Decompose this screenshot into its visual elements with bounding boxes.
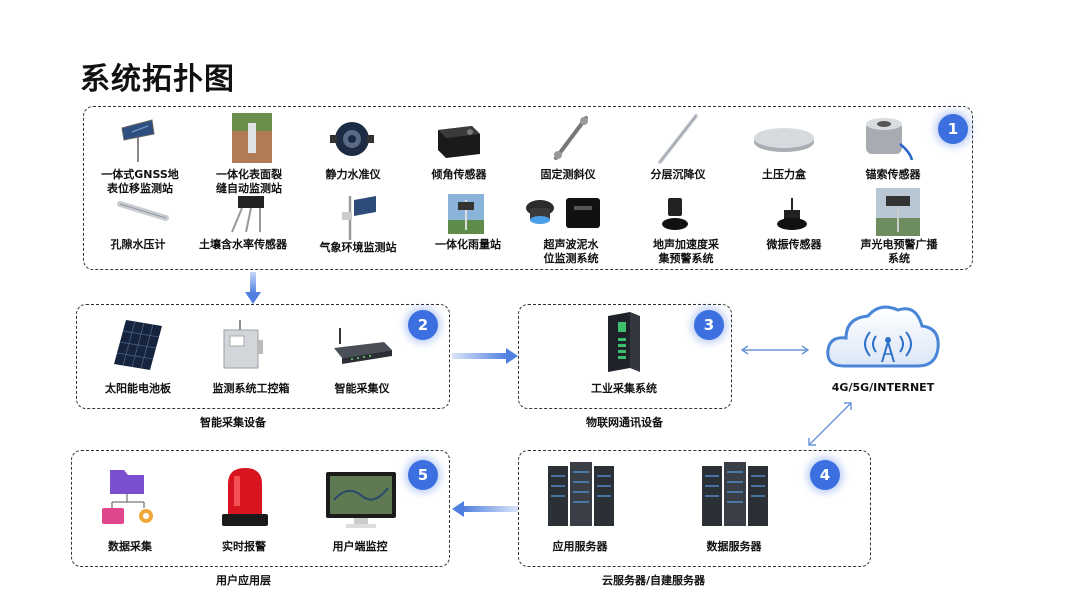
sensor-label-pressure-cell: 土压力盒 [762,168,806,181]
user-layer-box [71,450,450,567]
network-label: 4G/5G/INTERNET [831,381,935,394]
monitor-client-icon [326,472,396,528]
sensor-label-soil-moisture: 土壤含水率传感器 [199,238,287,251]
sensor-layer-box [83,106,973,270]
page-title: 系统拓扑图 [80,62,235,97]
solar-panel-icon [114,320,162,370]
sensor-label-gnss: 一体式GNSS地 表位移监测站 [101,168,179,195]
sensor-label-pore-pressure: 孔隙水压计 [110,238,166,251]
alarm-light-icon [222,468,268,526]
acq-label-cabinet: 监测系统工控箱 [212,382,290,395]
acq-label-solar: 太阳能电池板 [105,382,171,395]
iot-box [518,304,732,409]
sensor-label-weather: 气象环境监测站 [319,241,397,254]
arrow-network-to-servers [808,402,852,446]
smart-collector-icon [334,328,392,364]
earth-pressure-cell-icon [754,128,814,152]
sensor-label-micro-vibration: 微振传感器 [766,238,822,251]
server-box [518,450,871,567]
data-collection-icon [102,470,153,524]
rain-gauge-station-icon [448,194,484,234]
sensor-label-crack: 一体化表面裂 缝自动监测站 [216,168,282,195]
iot-group-label: 物联网通讯设备 [586,416,663,429]
user-label-alarm: 实时报警 [222,540,266,553]
sensor-label-tilt: 倾角传感器 [431,168,487,181]
sensor-label-geo-acoustic: 地声加速度采 集预警系统 [653,238,719,265]
control-cabinet-icon [223,320,263,369]
ultrasonic-level-icon [526,198,600,228]
badge-5: 5 [408,460,438,490]
arrow-sensors-to-acquisition [245,272,261,304]
soil-moisture-sensor-icon [231,196,264,233]
geo-acoustic-sensor-icon [662,198,688,230]
badge-2: 2 [408,310,438,340]
badge-1: 1 [938,114,968,144]
gnss-station-icon [121,119,155,162]
badge-3: 3 [694,310,724,340]
arrow-acquisition-to-iot [452,348,518,364]
acq-label-collector: 智能采集仪 [334,382,390,395]
sensor-label-alarm-broadcast: 声光电预警广播 系统 [860,238,938,265]
anchor-cable-sensor-icon [866,118,914,161]
data-server-icon [702,462,768,526]
application-server-icon [548,462,614,526]
user-layer-group-label: 用户应用层 [216,574,271,587]
alarm-broadcast-icon [876,188,920,236]
inclinometer-icon [554,116,588,160]
micro-vibration-sensor-icon [777,198,807,230]
settlement-gauge-icon [658,114,698,164]
acquisition-box [76,304,450,409]
badge-4: 4 [810,460,840,490]
user-label-data-collection: 数据采集 [108,540,152,553]
sensor-label-settlement: 分层沉降仪 [650,168,706,181]
sensor-label-anchor: 锚索传感器 [865,168,921,181]
server-group-label: 云服务器/自建服务器 [602,574,706,587]
arrow-iot-to-network [740,345,810,355]
cloud-network-icon [826,305,940,368]
server-label-application: 应用服务器 [552,540,608,553]
tilt-sensor-icon [438,126,480,158]
sensor-label-ultrasonic: 超声波泥水 位监测系统 [543,238,599,265]
hydrostatic-level-icon [330,122,374,156]
industrial-gateway-icon [608,312,640,372]
arrow-servers-to-user [452,501,518,517]
acquisition-group-label: 智能采集设备 [200,416,266,429]
sensor-label-inclinometer: 固定测斜仪 [540,168,596,181]
server-label-data: 数据服务器 [706,540,762,553]
pore-pressure-meter-icon [117,201,169,221]
sensor-label-hydrostatic: 静力水准仪 [325,168,381,181]
crack-monitor-icon [232,113,272,163]
weather-station-icon [342,196,376,240]
user-label-monitor: 用户端监控 [332,540,388,553]
iot-label-gateway: 工业采集系统 [591,382,657,395]
sensor-label-rain-gauge: 一体化雨量站 [435,238,501,251]
